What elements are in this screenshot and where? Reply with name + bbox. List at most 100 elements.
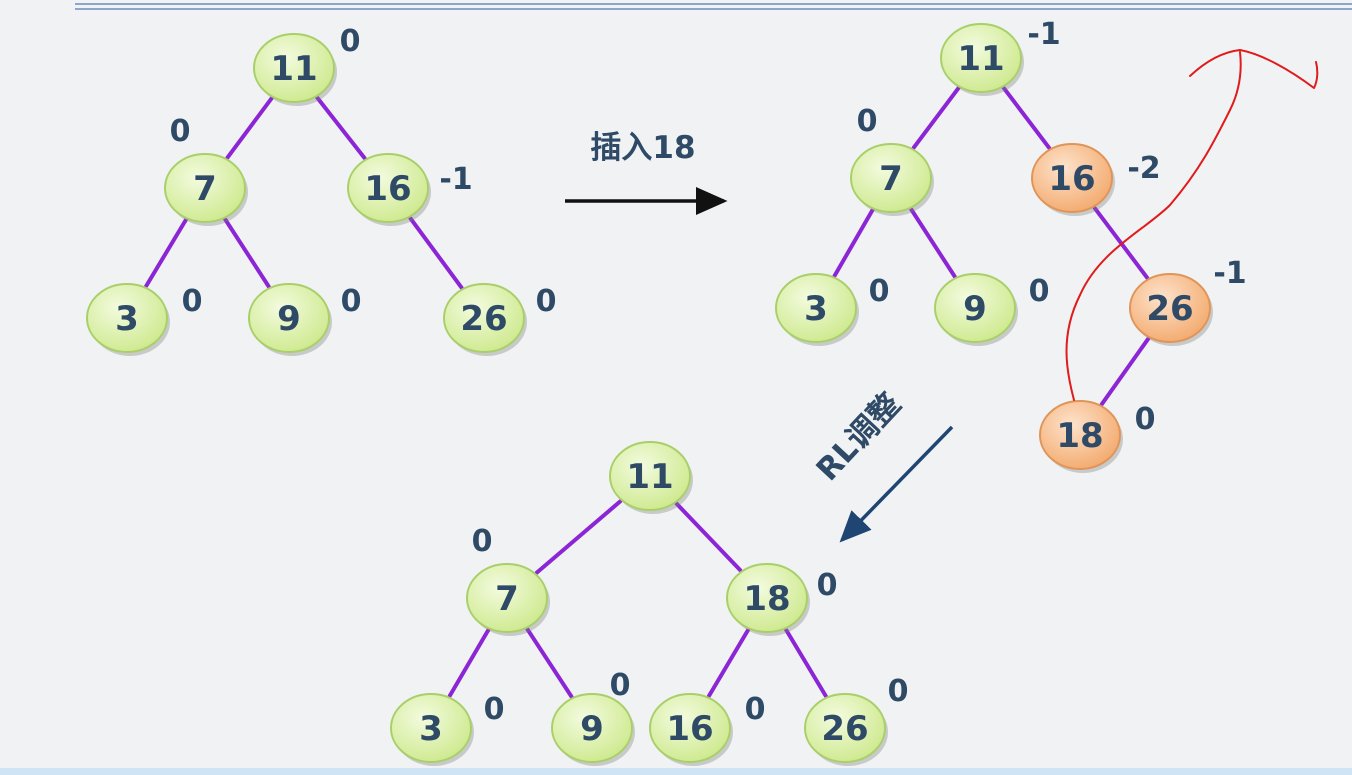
node-circle (390, 693, 472, 763)
insert-step-label: 插入18 (590, 130, 695, 166)
tree-node-16-after-insert: 16 -2 (1031, 143, 1161, 216)
balance-factor: 0 (745, 692, 766, 727)
node-value: 11 (957, 39, 1004, 79)
balance-factor: -1 (1027, 17, 1060, 52)
node-value: 26 (1146, 289, 1193, 329)
node-value: 9 (963, 289, 987, 329)
bottom-rule-band (0, 768, 1352, 775)
tree-node-11-after-insert: 11 -1 (940, 17, 1061, 96)
node-circle (551, 693, 633, 763)
node-value: 3 (419, 709, 443, 749)
edge-c7-c9 (525, 627, 574, 699)
node-value: 7 (495, 579, 519, 619)
node-circle (347, 153, 429, 223)
tree-node-7-before: 70 (164, 114, 248, 226)
node-circle (86, 283, 168, 353)
rotate-step: RL调整 (810, 386, 954, 543)
edge-a7-a3 (144, 218, 188, 288)
edge-c18-c16 (707, 628, 750, 698)
node-value: 18 (1056, 416, 1103, 456)
node-circle (649, 693, 731, 763)
balance-factor: 0 (340, 24, 361, 59)
edge-b26-b18 (1099, 336, 1151, 407)
balance-factor: 0 (341, 284, 362, 319)
balance-factor: 0 (536, 284, 557, 319)
node-value: 18 (743, 579, 790, 619)
node-circle (850, 143, 932, 213)
tree-node-16-before: 16 -1 (347, 153, 473, 226)
balance-factor: 0 (170, 114, 191, 149)
node-value: 16 (1048, 159, 1095, 199)
edge-a11-a16 (315, 95, 367, 161)
node-value: 11 (626, 457, 673, 497)
node-circle (466, 563, 548, 633)
edge-c18-c26 (784, 628, 828, 698)
balance-factor: 0 (472, 524, 493, 559)
node-value: 7 (193, 169, 217, 209)
node-circle (443, 283, 525, 353)
balance-factor: -2 (1127, 151, 1160, 186)
tree-node-26-before: 26 0 (443, 283, 557, 356)
edges-layer (144, 86, 1151, 699)
node-circle (804, 693, 886, 763)
node-value: 26 (821, 709, 868, 749)
tree-node-11-before: 11 0 (253, 24, 361, 106)
node-circle (775, 273, 857, 343)
tree-node-26-after-rotation: 26 0 (804, 674, 909, 766)
hand-drawn-annotation (1065, 49, 1319, 401)
balance-factor: 0 (1029, 274, 1050, 309)
node-value: 26 (460, 299, 507, 339)
balance-factor: -1 (439, 162, 472, 197)
unbalanced-node-circle (1031, 143, 1113, 213)
edge-a16-a26 (408, 216, 464, 290)
node-value: 9 (580, 709, 604, 749)
edge-a7-a9 (223, 217, 271, 289)
edge-b11-b7 (911, 86, 961, 150)
edge-a11-a7 (225, 96, 274, 160)
balance-factor: 0 (182, 284, 203, 319)
tree-node-18-after-rotation: 18 0 (726, 563, 838, 636)
node-value: 11 (270, 49, 317, 89)
tree-node-16-after-rotation: 16 0 (649, 692, 766, 766)
balance-factor: 0 (1135, 402, 1156, 437)
balance-factor: 0 (610, 668, 631, 703)
node-circle (934, 273, 1016, 343)
node-value: 3 (804, 289, 828, 329)
rotate-step-label: RL调整 (810, 386, 908, 488)
node-value: 16 (364, 169, 411, 209)
node-circle (164, 153, 246, 223)
edge-b16-b26 (1092, 206, 1150, 280)
rotation-scribble-hook (1189, 49, 1319, 89)
edge-b7-b9 (909, 207, 957, 279)
unbalanced-node-circle (1129, 273, 1211, 343)
tree-node-7-after-rotation: 70 (466, 524, 550, 636)
node-circle (609, 441, 691, 511)
node-value: 16 (666, 709, 713, 749)
node-circle (726, 563, 808, 633)
node-circle (940, 23, 1022, 93)
insert-step: 插入18 (565, 130, 728, 215)
tree-node-11-after-rotation: 11 (609, 441, 693, 514)
tree-node-9-after-rotation: 90 (551, 668, 635, 766)
edge-c11-c7 (534, 499, 623, 575)
node-circle (253, 33, 335, 103)
unbalanced-node-circle (1039, 400, 1121, 470)
balance-factor: 0 (484, 692, 505, 727)
balance-factor: 0 (817, 568, 838, 603)
tree-node-7-after-insert: 70 (850, 104, 934, 216)
balance-factor: 0 (888, 674, 909, 709)
edge-c11-c18 (674, 501, 743, 573)
balance-factor: 0 (857, 104, 878, 139)
edge-b11-b16 (1001, 86, 1052, 150)
node-value: 7 (879, 159, 903, 199)
edge-b7-b3 (832, 208, 875, 278)
node-circle (248, 283, 330, 353)
tree-node-26-after-insert: 26-1 (1129, 256, 1247, 346)
